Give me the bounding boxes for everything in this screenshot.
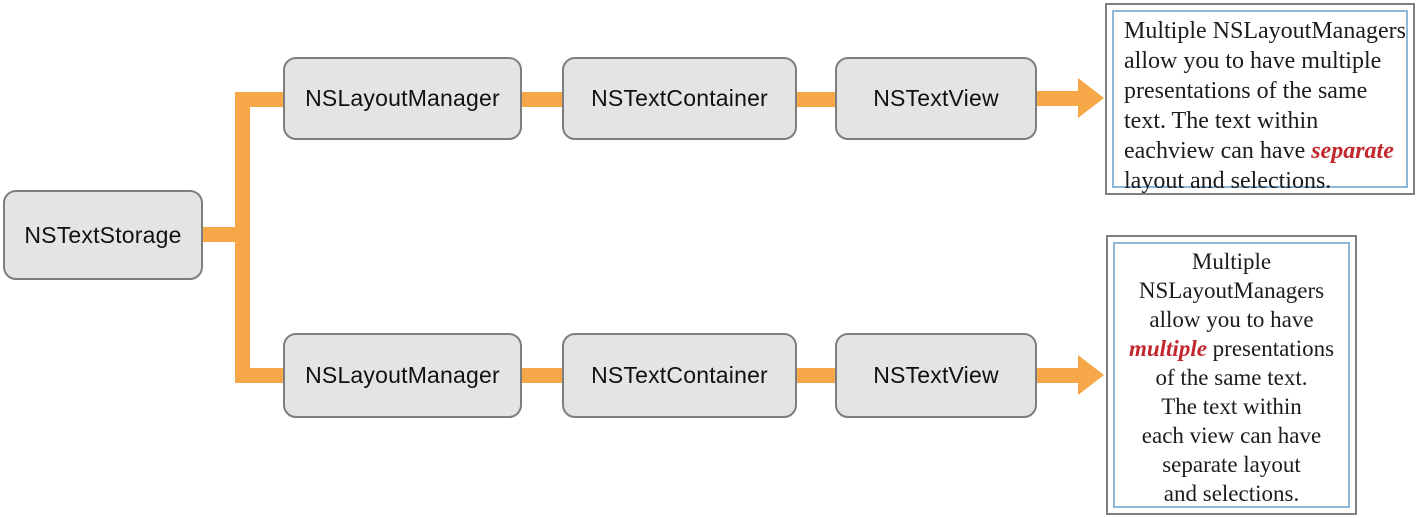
emphasized-word: multiple <box>1128 336 1207 361</box>
note-text-line: Multiple NSLayoutManagers <box>1124 16 1406 46</box>
note-text-segment: NSLayoutManagers <box>1138 278 1325 303</box>
connector-vertical-trunk <box>235 92 250 383</box>
note-text-line: The text within <box>1117 392 1346 421</box>
connector-top-layout-manager-text-container <box>520 92 564 107</box>
arrow-right-icon <box>1078 78 1104 118</box>
note-text-segment: eachview can have <box>1124 138 1312 164</box>
note-text-segment: The text within <box>1161 394 1302 419</box>
note-text-line: each view can have <box>1117 421 1346 450</box>
connector-bottom-text-container-text-view <box>795 368 837 383</box>
note-text-segment: of the same text. <box>1155 365 1308 390</box>
node-nstextstorage: NSTextStorage <box>3 190 203 280</box>
note-top-multiple-layout-managers: Multiple NSLayoutManagers allow you to ha… <box>1105 3 1415 195</box>
note-top-text: Multiple NSLayoutManagers allow you to ha… <box>1112 10 1408 194</box>
note-text-segment: presentations <box>1206 336 1335 361</box>
note-text-line: allow you to have <box>1117 305 1346 334</box>
note-text-segment: each view can have <box>1141 423 1322 448</box>
note-text-segment: presentations of the same <box>1124 78 1368 104</box>
arrow-right-icon <box>1078 355 1104 395</box>
emphasized-word: separate <box>1311 138 1394 164</box>
note-text-line: NSLayoutManagers <box>1117 276 1346 305</box>
note-text-segment: allow you to have <box>1149 307 1314 332</box>
node-nstextview-bottom: NSTextView <box>835 333 1037 418</box>
note-text-line: presentations of the same <box>1124 76 1400 106</box>
note-text-line: multiple presentations <box>1117 334 1346 363</box>
note-text-segment: Multiple NSLayoutManagers <box>1124 18 1406 44</box>
note-text-segment: separate layout <box>1162 452 1301 477</box>
note-text-segment: allow you to have multiple <box>1124 48 1382 74</box>
bottom-arrow-shaft <box>1035 368 1079 383</box>
node-nstextcontainer-bottom: NSTextContainer <box>562 333 797 418</box>
node-nslayoutmanager-bottom: NSLayoutManager <box>283 333 522 418</box>
note-text-line: allow you to have multiple <box>1124 46 1400 76</box>
note-text-segment: Multiple <box>1191 249 1272 274</box>
note-text-line: text. The text within <box>1124 106 1400 136</box>
note-text-segment: layout and selections. <box>1124 168 1332 194</box>
note-text-line: of the same text. <box>1117 363 1346 392</box>
note-text-line: eachview can have separate <box>1124 136 1400 166</box>
note-text-line: layout and selections. <box>1124 166 1400 196</box>
connector-trunk-to-top-layout-manager <box>235 92 285 107</box>
connector-trunk-to-bottom-layout-manager <box>235 368 285 383</box>
note-text-segment: and selections. <box>1163 481 1300 506</box>
node-nslayoutmanager-top: NSLayoutManager <box>283 57 522 140</box>
note-text-line: Multiple <box>1117 247 1346 276</box>
node-nstextview-top: NSTextView <box>835 57 1037 140</box>
note-text-line: separate layout <box>1117 450 1346 479</box>
top-arrow-shaft <box>1035 91 1079 106</box>
note-text-line: and selections. <box>1117 479 1346 508</box>
node-nstextcontainer-top: NSTextContainer <box>562 57 797 140</box>
connector-top-text-container-text-view <box>795 92 837 107</box>
connector-bottom-layout-manager-text-container <box>520 368 564 383</box>
note-text-segment: text. The text within <box>1124 108 1319 134</box>
